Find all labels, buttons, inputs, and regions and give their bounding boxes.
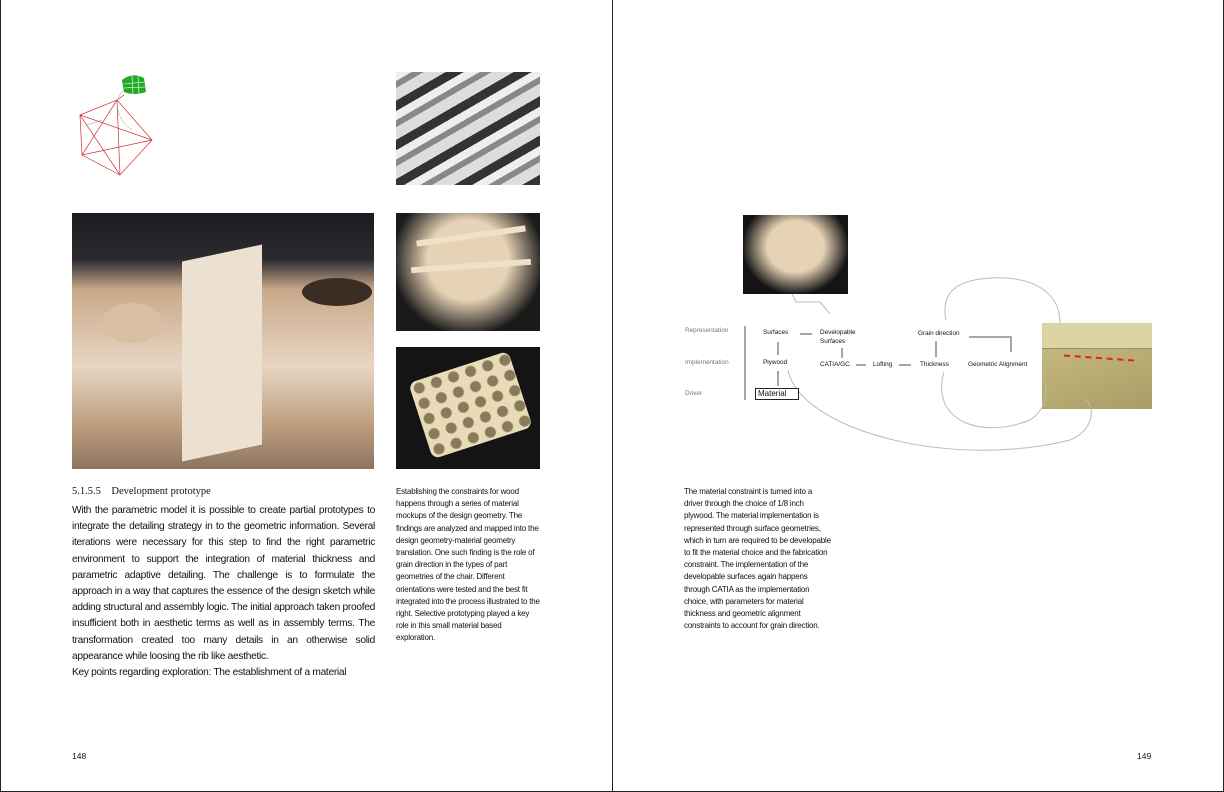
body-text: With the parametric model it is possible… (72, 503, 375, 681)
right-column-text: The material constraint is turned into a… (684, 487, 831, 631)
node-developable-surfaces: Surfaces (820, 338, 846, 345)
row-label-representation: Representation (685, 327, 729, 334)
section-title: Development prototype (111, 486, 211, 497)
prototype-closeup-photo (72, 213, 374, 469)
perforated-panel-photo (396, 347, 540, 469)
body-paragraph: With the parametric model it is possible… (72, 505, 375, 662)
page-number: 149 (1137, 751, 1152, 761)
section-number: 5.1.5.5 (72, 486, 101, 497)
body-paragraph: Key points regarding exploration: The es… (72, 667, 347, 679)
node-surfaces: Surfaces (763, 329, 789, 336)
node-material: Material (755, 388, 799, 400)
node-developable: Developable (820, 329, 856, 336)
grain-alignment-photo (1042, 323, 1152, 409)
rib-prototype-thumbnail (743, 215, 848, 294)
row-label-implementation: Implementation (685, 359, 729, 366)
row-label-driver: Driver (685, 390, 703, 397)
section-heading: 5.1.5.5 Development prototype (72, 486, 211, 497)
wireframe-sketch-image (79, 74, 153, 176)
node-lofting: Lofting (873, 361, 893, 368)
node-grain-direction: Grain direction (918, 330, 960, 337)
grayscale-render-image (396, 72, 540, 185)
node-thickness: Thickness (920, 361, 949, 368)
node-plywood: Plywood (763, 359, 788, 366)
node-geometric-alignment: Geometric Alignment (968, 361, 1028, 368)
node-catia-gc: CATIA/GC (820, 361, 850, 368)
page-number: 148 (72, 751, 87, 761)
rib-prototype-photo (396, 213, 540, 331)
side-column-text: Establishing the constraints for wood ha… (396, 487, 540, 643)
